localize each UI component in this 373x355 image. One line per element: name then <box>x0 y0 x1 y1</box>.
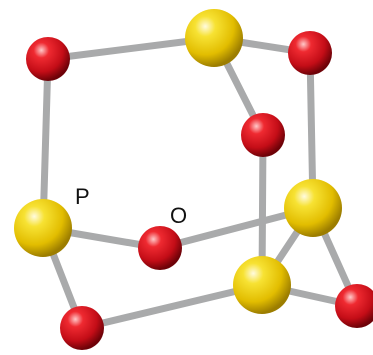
oxygen-atom <box>26 37 70 81</box>
phosphorus-atom <box>233 256 291 314</box>
oxygen-atom <box>138 226 182 270</box>
phosphorus-atom <box>284 179 342 237</box>
oxygen-label: O <box>170 203 187 228</box>
oxygen-atom <box>335 284 373 328</box>
phosphorus-label: P <box>75 184 90 209</box>
phosphorus-atom <box>14 199 72 257</box>
oxygen-atom <box>288 31 332 75</box>
oxygen-atom <box>241 113 285 157</box>
bond <box>78 281 266 332</box>
phosphorus-atom <box>185 9 243 67</box>
oxygen-atom <box>60 306 104 350</box>
